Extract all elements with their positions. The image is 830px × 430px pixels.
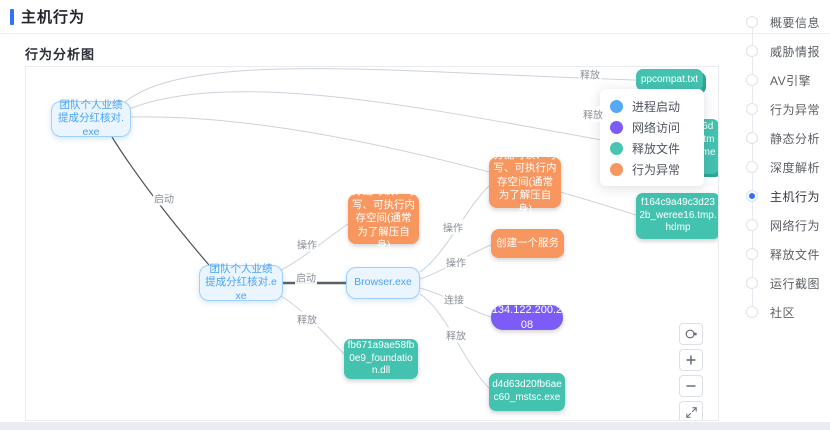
reset-view-button[interactable] <box>679 323 703 345</box>
nav-item-label: 主机行为 <box>770 189 821 204</box>
zoom-out-button[interactable] <box>679 375 703 397</box>
legend-item: 行为异常 <box>610 162 694 177</box>
nav-item-label: 威胁情报 <box>770 44 821 59</box>
nav-dot-icon <box>746 161 758 173</box>
nav-item-active[interactable]: 主机行为 <box>746 188 830 204</box>
legend-item-label: 进程启动 <box>632 99 681 114</box>
graph-edge-proc-main-1-wer-metadata-xml <box>128 91 642 148</box>
edge-label: 启动 <box>295 269 317 285</box>
anchor-nav: 概要信息威胁情报 AV引擎行为异常静态分析深度解析主机行为网络行为释放文件运行截图… <box>746 14 830 320</box>
nav-item[interactable]: 深度解析 <box>746 159 830 175</box>
nav-item[interactable]: 释放文件 <box>746 246 830 262</box>
graph-edge-proc-main-1-ppcompat-txt <box>123 68 637 104</box>
nav-item-label: 网络行为 <box>770 218 821 233</box>
fullscreen-icon <box>685 406 698 419</box>
nav-dot-icon <box>746 45 758 57</box>
nav-dot-icon <box>746 16 758 28</box>
title-accent-bar <box>10 9 14 25</box>
nav-item[interactable]: 概要信息 <box>746 14 830 30</box>
nav-item[interactable]: 运行截图 <box>746 275 830 291</box>
nav-dot-icon <box>746 74 758 86</box>
nav-dot-icon <box>746 132 758 144</box>
nav-dot-icon <box>746 219 758 231</box>
nav-item[interactable]: 威胁情报 <box>746 43 830 59</box>
edge-label: 释放 <box>582 106 604 122</box>
page-header: 主机行为 <box>0 0 830 34</box>
nav-item[interactable]: 社区 <box>746 304 830 320</box>
graph-node-mstsc-exe[interactable]: d4d63d20fb6aec60_mstsc.exe <box>489 373 565 411</box>
graph-node-mem-alloc-2[interactable]: 分配可读、可写、可执行内存空间(通常为了解压自身) <box>489 149 561 215</box>
anchor-nav-items: 概要信息威胁情报 AV引擎行为异常静态分析深度解析主机行为网络行为释放文件运行截图… <box>746 14 830 320</box>
nav-item-label: 社区 <box>770 305 796 320</box>
nav-dot-icon <box>746 103 758 115</box>
nav-item-label: 静态分析 <box>770 131 821 146</box>
edge-label: 连接 <box>443 291 465 307</box>
graph-node-proc-main-1[interactable]: 团队个人业绩提成分红核对.exe <box>51 99 131 138</box>
graph-node-create-service[interactable]: 创建一个服务 <box>491 229 564 258</box>
edge-label: 释放 <box>296 311 318 327</box>
edge-label: 操作 <box>445 254 467 270</box>
nav-item-label: 运行截图 <box>770 276 821 291</box>
fullscreen-button[interactable] <box>679 401 703 420</box>
edge-label: 释放 <box>445 327 467 343</box>
legend-color-dot-icon <box>610 162 623 176</box>
legend-item-label: 行为异常 <box>632 162 681 177</box>
nav-dot-icon <box>746 190 758 202</box>
nav-item[interactable]: 静态分析 <box>746 130 830 146</box>
edge-label: 操作 <box>442 219 464 235</box>
nav-item-label: 概要信息 <box>770 15 821 30</box>
legend-item-label: 释放文件 <box>632 141 681 156</box>
graph-node-foundation-dll[interactable]: fb671a9ae58fb0e9_foundation.dll <box>344 339 418 379</box>
nav-item[interactable]: 行为异常 <box>746 101 830 117</box>
legend-color-dot-icon <box>610 120 623 134</box>
legend-color-dot-icon <box>610 141 623 155</box>
zoom-out-icon <box>684 379 698 393</box>
graph-edge-proc-main-1-wer-hdmp <box>130 116 637 216</box>
nav-item[interactable]: AV引擎 <box>746 72 830 88</box>
nav-item-label: 行为异常 <box>770 102 821 117</box>
graph-controls <box>679 323 703 420</box>
legend-item-label: 网络访问 <box>632 120 681 135</box>
nav-item-label: AV引擎 <box>770 73 812 88</box>
legend-item: 进程启动 <box>610 99 694 114</box>
reset-view-icon <box>684 327 698 341</box>
zoom-in-button[interactable] <box>679 349 703 371</box>
section-title: 行为分析图 <box>25 47 96 62</box>
graph-node-mem-alloc-1[interactable]: 分配可读、可写、可执行内存空间(通常为了解压自身) <box>348 185 419 251</box>
graph-node-proc-browser[interactable]: Browser.exe <box>346 267 420 299</box>
page-bottom-strip <box>0 422 830 430</box>
legend-color-dot-icon <box>610 99 623 113</box>
nav-item-label: 深度解析 <box>770 160 821 175</box>
nav-item[interactable]: 网络行为 <box>746 217 830 233</box>
nav-dot-icon <box>746 248 758 260</box>
edge-label: 操作 <box>296 236 318 252</box>
page-title: 主机行为 <box>21 9 86 26</box>
nav-item-label: 释放文件 <box>770 247 821 262</box>
graph-node-ppcompat-txt[interactable]: ppcompat.txt <box>636 69 703 91</box>
nav-dot-icon <box>746 306 758 318</box>
graph-node-wer-hdmp[interactable]: f164c9a49c3d232b_weree16.tmp.hdmp <box>636 193 718 239</box>
graph-node-proc-main-2[interactable]: 团队个人业绩提成分红核对.exe <box>199 263 283 302</box>
legend-item: 网络访问 <box>610 120 694 135</box>
nav-dot-icon <box>746 277 758 289</box>
graph-legend: 进程启动网络访问释放文件行为异常 <box>600 89 704 186</box>
edge-label: 启动 <box>153 190 175 206</box>
legend-item: 释放文件 <box>610 141 694 156</box>
graph-node-remote-ip[interactable]: 134.122.200.208 <box>491 304 563 331</box>
edge-label: 释放 <box>579 67 601 82</box>
zoom-in-icon <box>684 353 698 367</box>
